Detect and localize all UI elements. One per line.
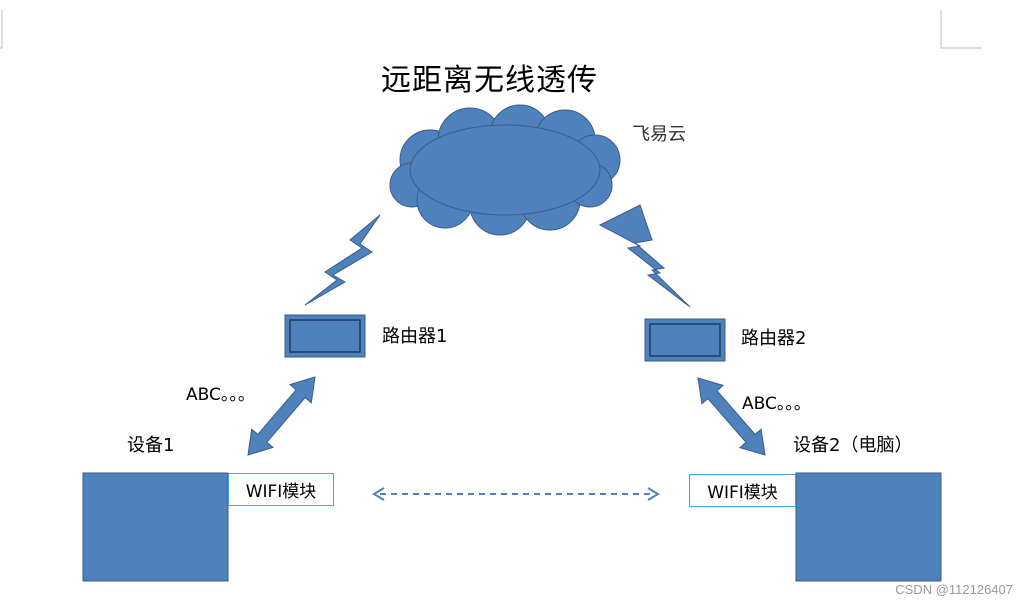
link-arrow-left	[247, 376, 316, 456]
device-1-label: 设备1	[127, 435, 175, 456]
corner-mark-left	[0, 10, 3, 49]
device-2-box	[795, 472, 942, 582]
router-1-icon	[284, 314, 366, 358]
wifi-module-1: WIFI模块	[228, 473, 334, 506]
lightning-bolt-right-icon	[598, 204, 691, 308]
device-1-box	[82, 472, 229, 582]
watermark: CSDN @112126407	[895, 582, 1013, 597]
corner-mark-right	[940, 10, 982, 49]
router-1-label: 路由器1	[382, 326, 448, 347]
link-arrow-right	[697, 377, 766, 456]
link-2-label: ABC。。。	[742, 394, 811, 414]
cloud-shape	[389, 104, 621, 236]
wifi-module-2: WIFI模块	[689, 474, 796, 507]
router-2-label: 路由器2	[741, 328, 807, 349]
link-1-label: ABC。。。	[186, 385, 255, 405]
diagram-title: 远距离无线透传	[381, 63, 598, 98]
router-2-icon	[644, 318, 726, 362]
device-2-label: 设备2（电脑）	[793, 435, 913, 456]
cloud-label: 飞易云	[632, 124, 686, 145]
wifi-link-head-right	[647, 487, 660, 501]
wifi-link-head-left	[372, 487, 385, 501]
lightning-bolt-left-icon	[304, 214, 381, 306]
